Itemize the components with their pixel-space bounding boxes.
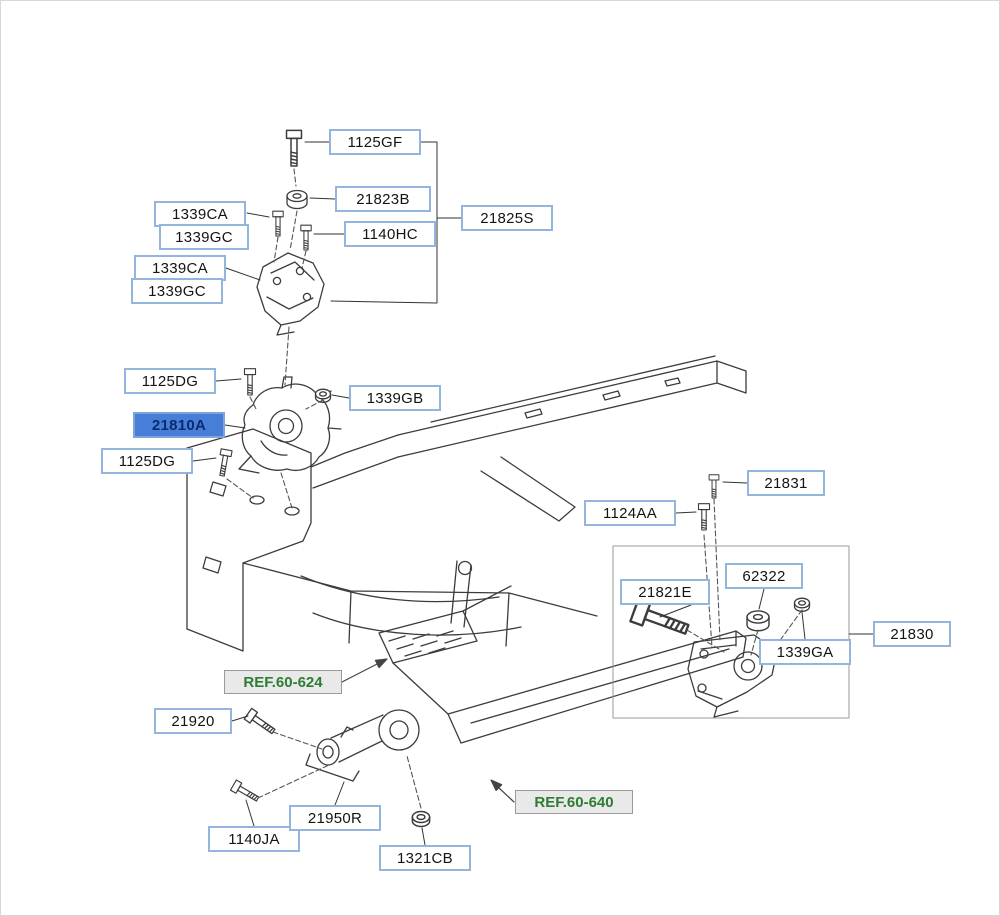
roll-rod-assembly-21830-drawing [612,474,850,719]
part-label-21810a-selected[interactable]: 21810A [133,412,225,438]
leader-lines [192,141,874,846]
engine-mount-21810a-drawing [216,368,342,478]
part-label-21825s[interactable]: 21825S [461,205,553,231]
part-label-1125dg-upper[interactable]: 1125DG [124,368,216,394]
arrowhead-ref-60-624 [374,658,388,669]
bolt-21831-drawing [708,474,720,499]
bolt-1125dg-lower-drawing [216,448,233,478]
part-label-1140ja[interactable]: 1140JA [208,826,300,852]
part-label-1339ga[interactable]: 1339GA [759,639,851,665]
bolt-1140hc-drawing [300,224,312,251]
part-label-21821e[interactable]: 21821E [620,579,710,605]
rear-roll-rod-21950r-drawing [229,707,431,828]
part-label-21830[interactable]: 21830 [873,621,951,647]
part-label-1339gc-upper[interactable]: 1339GC [159,224,249,250]
bolt-1124aa-drawing [697,503,711,531]
mount-bracket-21825s-drawing [256,252,325,336]
part-label-21823b[interactable]: 21823B [335,186,431,212]
part-label-21831[interactable]: 21831 [747,470,825,496]
grommet-21823b-drawing [286,189,308,210]
bolt-1125gf-drawing [285,129,303,167]
hatch-lines [388,630,462,657]
part-label-1125gf[interactable]: 1125GF [329,129,421,155]
arrowhead-ref-60-640 [490,779,503,792]
nut-1321cb-drawing [411,810,431,828]
part-label-1321cb[interactable]: 1321CB [379,845,471,871]
bolt-1125dg-upper-drawing [243,368,257,396]
part-label-1124aa[interactable]: 1124AA [584,500,676,526]
part-label-21950r[interactable]: 21950R [289,805,381,831]
part-label-62322[interactable]: 62322 [725,563,803,589]
ref-label-60-624[interactable]: REF.60-624 [224,670,342,694]
part-label-1339ca-upper[interactable]: 1339CA [154,201,246,227]
bolt-21920-drawing [243,707,278,738]
subframe-drawing [186,355,747,744]
reference-arrows [341,658,515,803]
part-label-1339gb[interactable]: 1339GB [349,385,441,411]
bushing-62322-drawing [746,610,770,632]
upper-mount-hardware [256,129,325,336]
part-label-21920[interactable]: 21920 [154,708,232,734]
part-label-1140hc[interactable]: 1140HC [344,221,436,247]
bracket-hatch-outline [378,610,478,664]
ref-label-60-640[interactable]: REF.60-640 [515,790,633,814]
nut-1339ga-drawing [793,597,811,612]
bolt-21821e-drawing [629,598,693,642]
bolt-1339-drawing [272,210,284,237]
part-label-1339gc-lower[interactable]: 1339GC [131,278,223,304]
part-label-1339ca-lower[interactable]: 1339CA [134,255,226,281]
bolt-1140ja-drawing [229,779,262,805]
part-label-1125dg-lower[interactable]: 1125DG [101,448,193,474]
assembly-boundary-box [612,545,850,719]
